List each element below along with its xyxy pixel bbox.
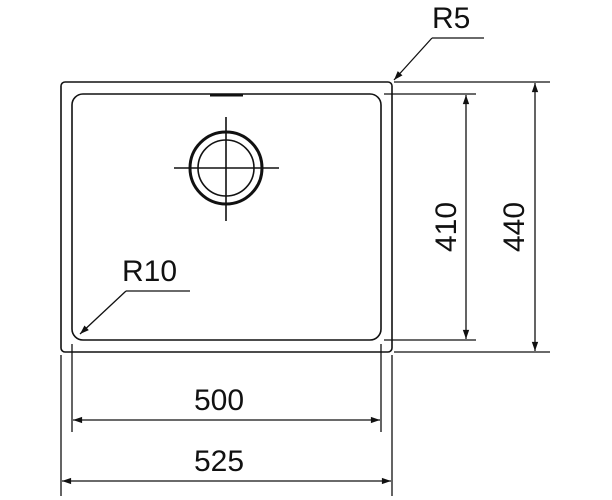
r10-callout: R10 xyxy=(79,255,190,335)
r5-label: R5 xyxy=(432,2,470,35)
dimension-500-label: 500 xyxy=(194,384,244,417)
dimension-525: 525 xyxy=(60,355,393,496)
drain xyxy=(174,117,279,221)
dimension-410: 410 xyxy=(384,93,476,341)
dimension-410-label: 410 xyxy=(430,202,463,252)
dimension-500: 500 xyxy=(71,344,382,432)
sink-outer-outline xyxy=(60,81,393,353)
r10-label: R10 xyxy=(122,255,177,288)
dimension-440-label: 440 xyxy=(498,202,531,252)
r5-callout: R5 xyxy=(393,2,484,81)
dimension-440: 440 xyxy=(394,81,550,353)
dimension-525-label: 525 xyxy=(194,445,244,478)
